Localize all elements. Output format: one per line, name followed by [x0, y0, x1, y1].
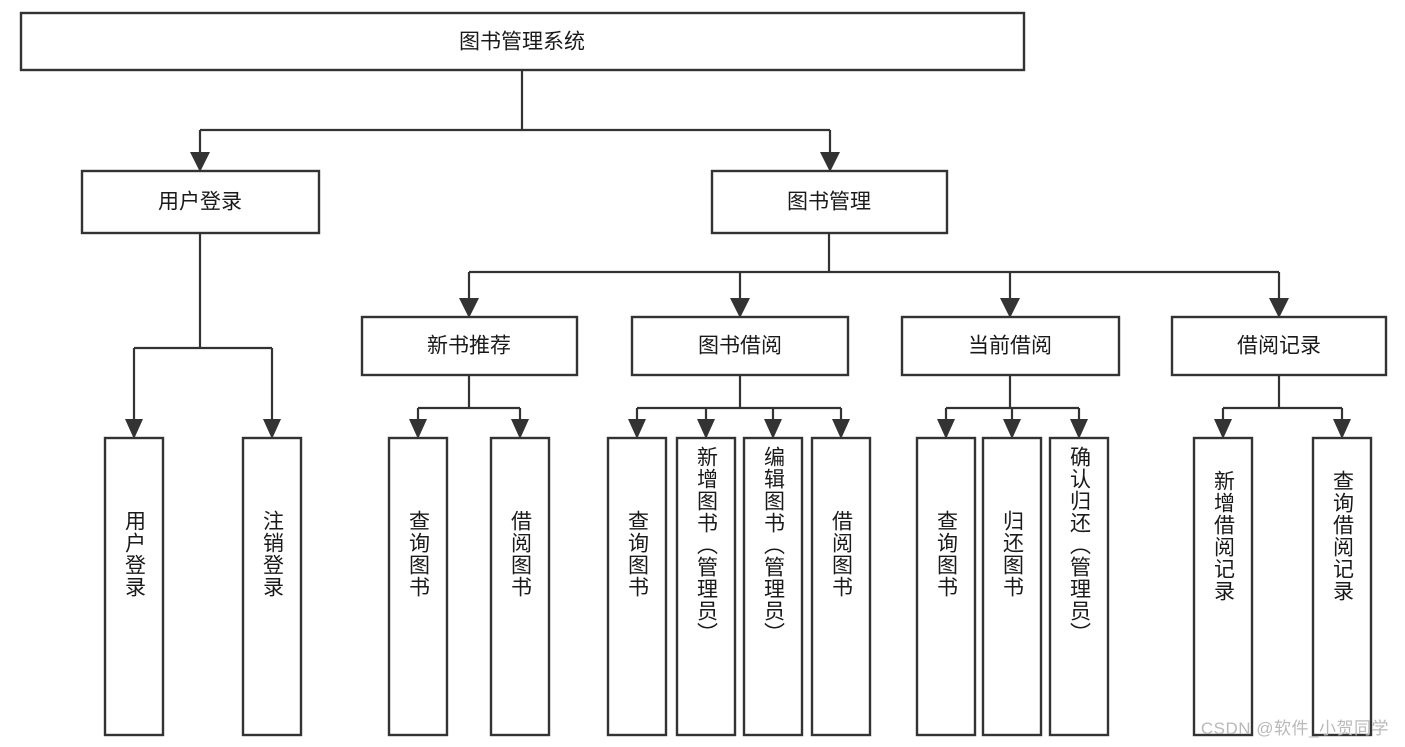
- arrow-to-user-login: [190, 152, 210, 172]
- edge-newbook-to-bus: [416, 375, 522, 425]
- node-root[interactable]: 图书管理系统: [19, 11, 1026, 72]
- csdn-watermark: CSDN @软件_小贺同学: [1200, 719, 1389, 738]
- leaf-borrow-book-2-box[interactable]: [810, 436, 872, 737]
- arrow-to-current-borrow: [1000, 298, 1020, 318]
- leaf-logout-box[interactable]: [241, 436, 303, 737]
- edge-bookborrow-to-bus: [635, 375, 843, 425]
- arrow-to-leaf-edit-book: [764, 419, 782, 439]
- new-book-recommend-label: 新书推荐: [427, 335, 511, 358]
- leaf-boxes-group: [103, 436, 1373, 737]
- book-borrow-box[interactable]: [630, 315, 850, 377]
- current-borrow-label: 当前借阅: [968, 335, 1052, 358]
- borrow-record-label: 借阅记录: [1237, 335, 1321, 358]
- arrow-to-leaf-query-book-2: [628, 419, 646, 439]
- node-current-borrow[interactable]: 当前借阅: [900, 315, 1121, 377]
- node-new-book-recommend[interactable]: 新书推荐: [360, 315, 579, 377]
- arrow-to-leaf-query-record: [1333, 419, 1351, 439]
- leaf-query-book-1-box[interactable]: [387, 436, 449, 737]
- leaf-edit-book-box[interactable]: [742, 436, 804, 737]
- arrow-to-leaf-borrow-book-2: [832, 419, 850, 439]
- arrow-to-leaf-return-book: [1003, 419, 1021, 439]
- arrow-to-leaf-borrow-book-1: [511, 419, 529, 439]
- arrow-to-leaf-confirm-return: [1070, 419, 1088, 439]
- node-user-login[interactable]: 用户登录: [80, 169, 321, 235]
- arrowheads-group: [125, 152, 1351, 439]
- current-borrow-box[interactable]: [900, 315, 1121, 377]
- arrow-to-leaf-user-login: [125, 419, 143, 439]
- book-manage-label: 图书管理: [787, 191, 871, 214]
- user-login-box[interactable]: [80, 169, 321, 235]
- leaf-borrow-book-1-box[interactable]: [489, 436, 551, 737]
- node-borrow-record[interactable]: 借阅记录: [1170, 315, 1388, 377]
- leaf-add-book-box[interactable]: [675, 436, 737, 737]
- leaf-query-book-3-box[interactable]: [915, 436, 977, 737]
- root-box[interactable]: [19, 11, 1026, 72]
- node-book-borrow[interactable]: 图书借阅: [630, 315, 850, 377]
- arrow-to-leaf-logout: [263, 419, 281, 439]
- arrow-to-leaf-add-record: [1214, 419, 1232, 439]
- leaf-query-record-box[interactable]: [1311, 436, 1373, 737]
- book-borrow-label: 图书借阅: [698, 335, 782, 358]
- edge-userlogin-to-bus: [132, 233, 274, 425]
- edge-currentborrow-to-bus: [944, 375, 1081, 425]
- arrow-to-book-manage: [820, 152, 840, 172]
- leaf-return-book-box[interactable]: [981, 436, 1043, 737]
- edge-root-to-bus: [198, 70, 832, 158]
- arrow-to-new-book-recommend: [459, 298, 479, 318]
- user-login-label: 用户登录: [158, 191, 242, 214]
- leaf-user-login-box[interactable]: [103, 436, 165, 737]
- leaf-query-book-2-box[interactable]: [606, 436, 668, 737]
- arrow-to-leaf-query-book-1: [409, 419, 427, 439]
- edge-borrowrecord-to-bus: [1221, 375, 1344, 425]
- book-manage-box[interactable]: [710, 169, 949, 235]
- node-book-manage[interactable]: 图书管理: [710, 169, 949, 235]
- borrow-record-box[interactable]: [1170, 315, 1388, 377]
- arrow-to-book-borrow: [730, 298, 750, 318]
- arrow-to-borrow-record: [1269, 298, 1289, 318]
- new-book-recommend-box[interactable]: [360, 315, 579, 377]
- arrow-to-leaf-add-book: [697, 419, 715, 439]
- leaf-confirm-return-box[interactable]: [1048, 436, 1110, 737]
- edges-group: [132, 70, 1344, 425]
- root-label: 图书管理系统: [459, 31, 585, 54]
- edge-bookmanage-to-bus: [467, 233, 1281, 304]
- arrow-to-leaf-query-book-3: [937, 419, 955, 439]
- leaf-add-record-box[interactable]: [1192, 436, 1254, 737]
